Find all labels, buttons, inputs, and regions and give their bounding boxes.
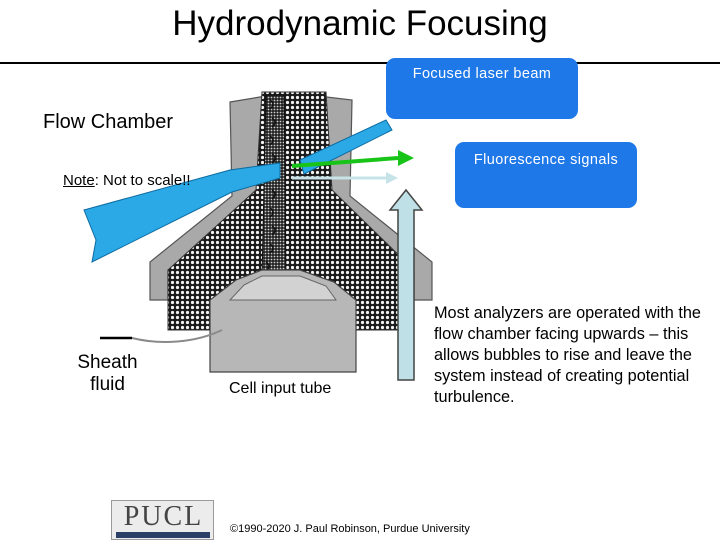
- scatter-arrow: [292, 172, 398, 184]
- core-stream: [261, 94, 287, 279]
- laser-beam-box: Focused laser beam: [386, 58, 578, 119]
- scale-note: Note: Not to scale!!: [63, 172, 191, 189]
- cell-input-tube-inner: [228, 275, 337, 301]
- description-text: Most analyzers are operated with the flo…: [434, 304, 701, 406]
- cell-input-label: Cell input tube: [229, 380, 332, 397]
- sheath-fluid-label: Sheath fluid: [77, 352, 138, 395]
- laser-beam: [83, 162, 281, 263]
- pucl-logo: PUCL: [111, 500, 214, 540]
- logo-text: PUCL: [123, 501, 204, 532]
- flow-chamber-label: Flow Chamber: [43, 111, 174, 133]
- sheath-inlet-line: [100, 329, 223, 343]
- fluorescence-box: Fluorescence signals: [455, 142, 637, 208]
- page-title: Hydrodynamic Focusing: [172, 4, 548, 43]
- title-divider: [0, 62, 720, 64]
- fluorescence-arrow: [291, 150, 414, 168]
- note-rest: : Not to scale!!: [94, 172, 191, 189]
- laser-beam-exit: [299, 119, 393, 175]
- logo-bar: [116, 532, 210, 538]
- copyright: ©1990-2020 J. Paul Robinson, Purdue Univ…: [230, 523, 470, 535]
- upward-arrow: [388, 188, 424, 381]
- note-word: Note: [63, 172, 95, 189]
